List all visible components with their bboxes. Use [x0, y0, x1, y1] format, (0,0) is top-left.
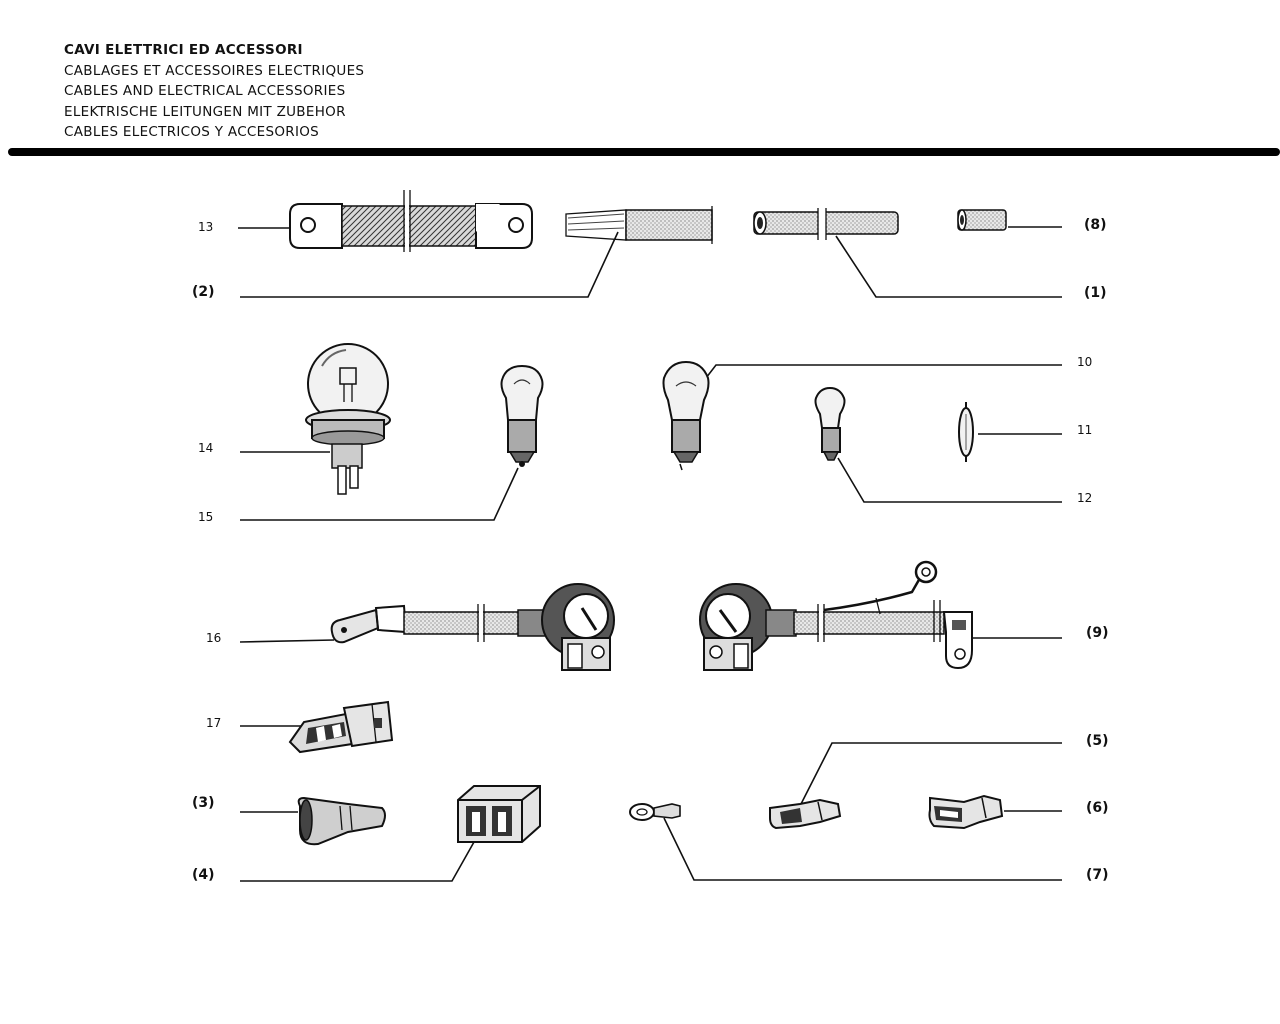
part-12-small-bulb — [814, 386, 846, 461]
leader-5 — [799, 742, 1062, 807]
title-german: ELEKTRISCHE LEITUNGEN MIT ZUBEHOR — [64, 103, 346, 120]
title-french: CABLAGES ET ACCESSOIRES ELECTRIQUES — [64, 62, 365, 79]
callout-11: 11 — [1077, 423, 1092, 437]
callout-17: 17 — [206, 716, 221, 730]
callout-8: (8) — [1084, 217, 1107, 233]
part-16-cable-harness — [330, 583, 615, 671]
part-9-cable-harness — [699, 560, 973, 671]
leader-lines — [238, 226, 1062, 882]
part-1-sleeve-tube — [753, 208, 899, 240]
part-8-short-sleeve — [957, 209, 1007, 231]
leader-10 — [705, 364, 1062, 379]
callout-16: 16 — [206, 631, 221, 645]
callout-15: 15 — [198, 510, 213, 524]
title-english: CABLES AND ELECTRICAL ACCESSORIES — [64, 83, 346, 99]
title-italian: CAVI ELETTRICI ED ACCESSORI — [64, 42, 303, 58]
part-4-connector-block — [457, 785, 541, 843]
callout-6: (6) — [1086, 800, 1109, 816]
part-2-stranded-cable — [565, 206, 713, 244]
leader-7 — [663, 817, 1062, 881]
part-5-crimp-terminal — [769, 798, 842, 830]
part-10-bulb — [662, 360, 710, 471]
part-14-headlamp-bulb — [305, 343, 391, 495]
part-3-rubber-boot — [297, 796, 386, 846]
part-17-connector — [288, 700, 394, 754]
header-divider — [8, 148, 1280, 156]
leader-1 — [835, 235, 1062, 298]
part-15-bulb — [500, 364, 544, 467]
part-6-flat-terminal — [928, 794, 1004, 830]
part-7-ring-terminal — [629, 803, 681, 821]
leader-16 — [239, 639, 335, 643]
callout-7: (7) — [1086, 867, 1109, 883]
callout-3: (3) — [192, 795, 215, 811]
callout-1: (1) — [1084, 285, 1107, 301]
part-11-festoon-bulb — [958, 402, 974, 462]
leader-15 — [240, 467, 519, 521]
callout-9: (9) — [1086, 625, 1109, 641]
callout-14: 14 — [198, 441, 213, 455]
page-header: CAVI ELETTRICI ED ACCESSORI CABLAGES ET … — [64, 40, 364, 143]
leader-2 — [240, 231, 619, 298]
part-13-ground-strap — [289, 190, 533, 252]
callout-4: (4) — [192, 867, 215, 883]
callout-5: (5) — [1086, 733, 1109, 749]
leader-12 — [837, 457, 1062, 503]
leader-4 — [240, 841, 475, 882]
title-spanish: CABLES ELECTRICOS Y ACCESORIOS — [64, 124, 320, 140]
callout-2: (2) — [192, 284, 215, 300]
callout-10: 10 — [1077, 355, 1092, 369]
callout-12: 12 — [1077, 491, 1092, 505]
callout-13: 13 — [198, 220, 213, 234]
